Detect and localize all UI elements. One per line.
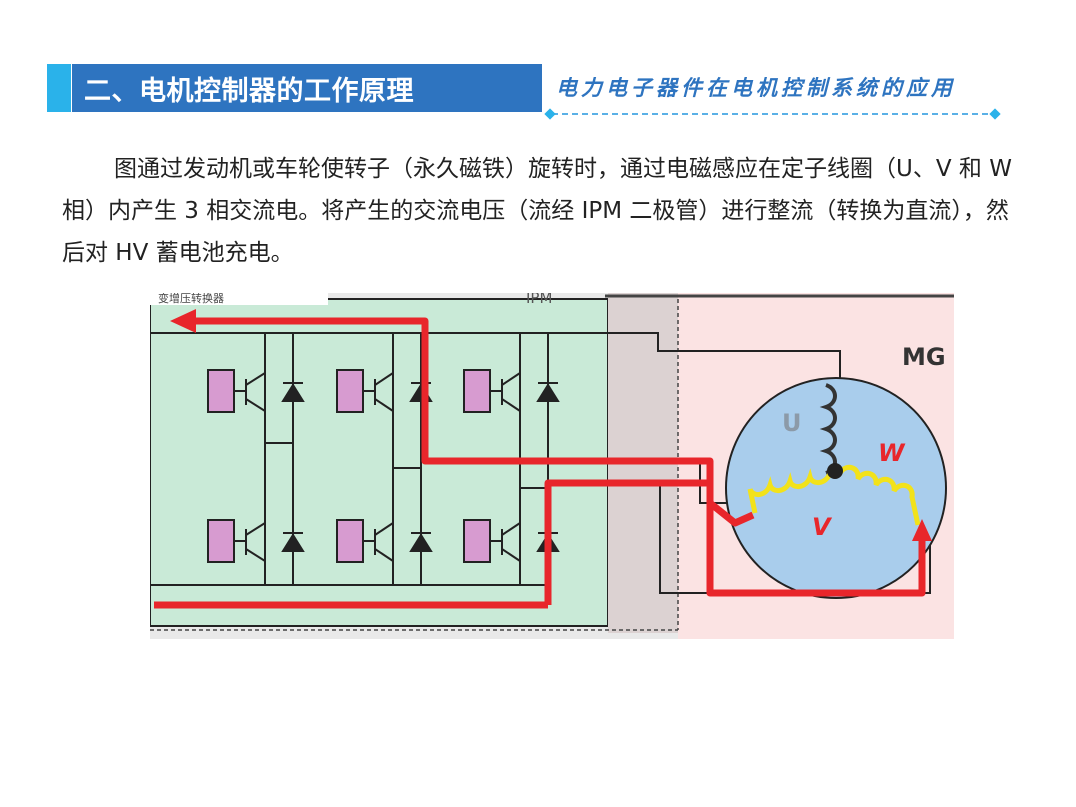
- phase-v-label: V: [812, 513, 833, 541]
- header-accent-bar: [47, 64, 71, 112]
- igbt-gate-2-bottom: [336, 519, 364, 563]
- igbt-gate-1-top: [207, 369, 235, 413]
- section-header: 二、电机控制器的工作原理: [72, 64, 542, 112]
- current-arrowhead-up: [912, 519, 932, 541]
- current-arrowhead-left: [170, 309, 196, 333]
- coil-u: [819, 383, 837, 475]
- page-title: 二、电机控制器的工作原理: [84, 75, 414, 107]
- subtitle-divider: [552, 113, 998, 115]
- course-subtitle: 电力电子器件在电机控制系统的应用: [556, 75, 956, 100]
- divider-dot-left: [544, 108, 556, 120]
- divider-dot-right: [989, 108, 1001, 120]
- body-paragraph: 图通过发动机或车轮使转子（永久磁铁）旋转时，通过电磁感应在定子线圈（U、V 和 …: [62, 156, 1012, 266]
- igbt-gate-3-top: [463, 369, 491, 413]
- top-left-label-box: [150, 293, 328, 305]
- igbt-gate-1-bottom: [207, 519, 235, 563]
- phase-w-label: W: [878, 439, 906, 467]
- igbt-gate-3-bottom: [463, 519, 491, 563]
- motor-label: MG: [902, 343, 946, 371]
- igbt-gate-2-top: [336, 369, 364, 413]
- coil-w: [837, 464, 921, 526]
- motor-stator: [725, 377, 947, 599]
- neutral-point: [827, 463, 843, 479]
- ipm-label: IPM: [526, 293, 552, 307]
- ipm-rectification-diagram: 变增压转换器 IPM: [150, 293, 954, 639]
- phase-u-label: U: [782, 409, 802, 437]
- current-path: [154, 317, 926, 609]
- top-left-label: 变增压转换器: [158, 293, 224, 305]
- transistor-symbols: [234, 372, 521, 562]
- coil-v: [747, 468, 833, 514]
